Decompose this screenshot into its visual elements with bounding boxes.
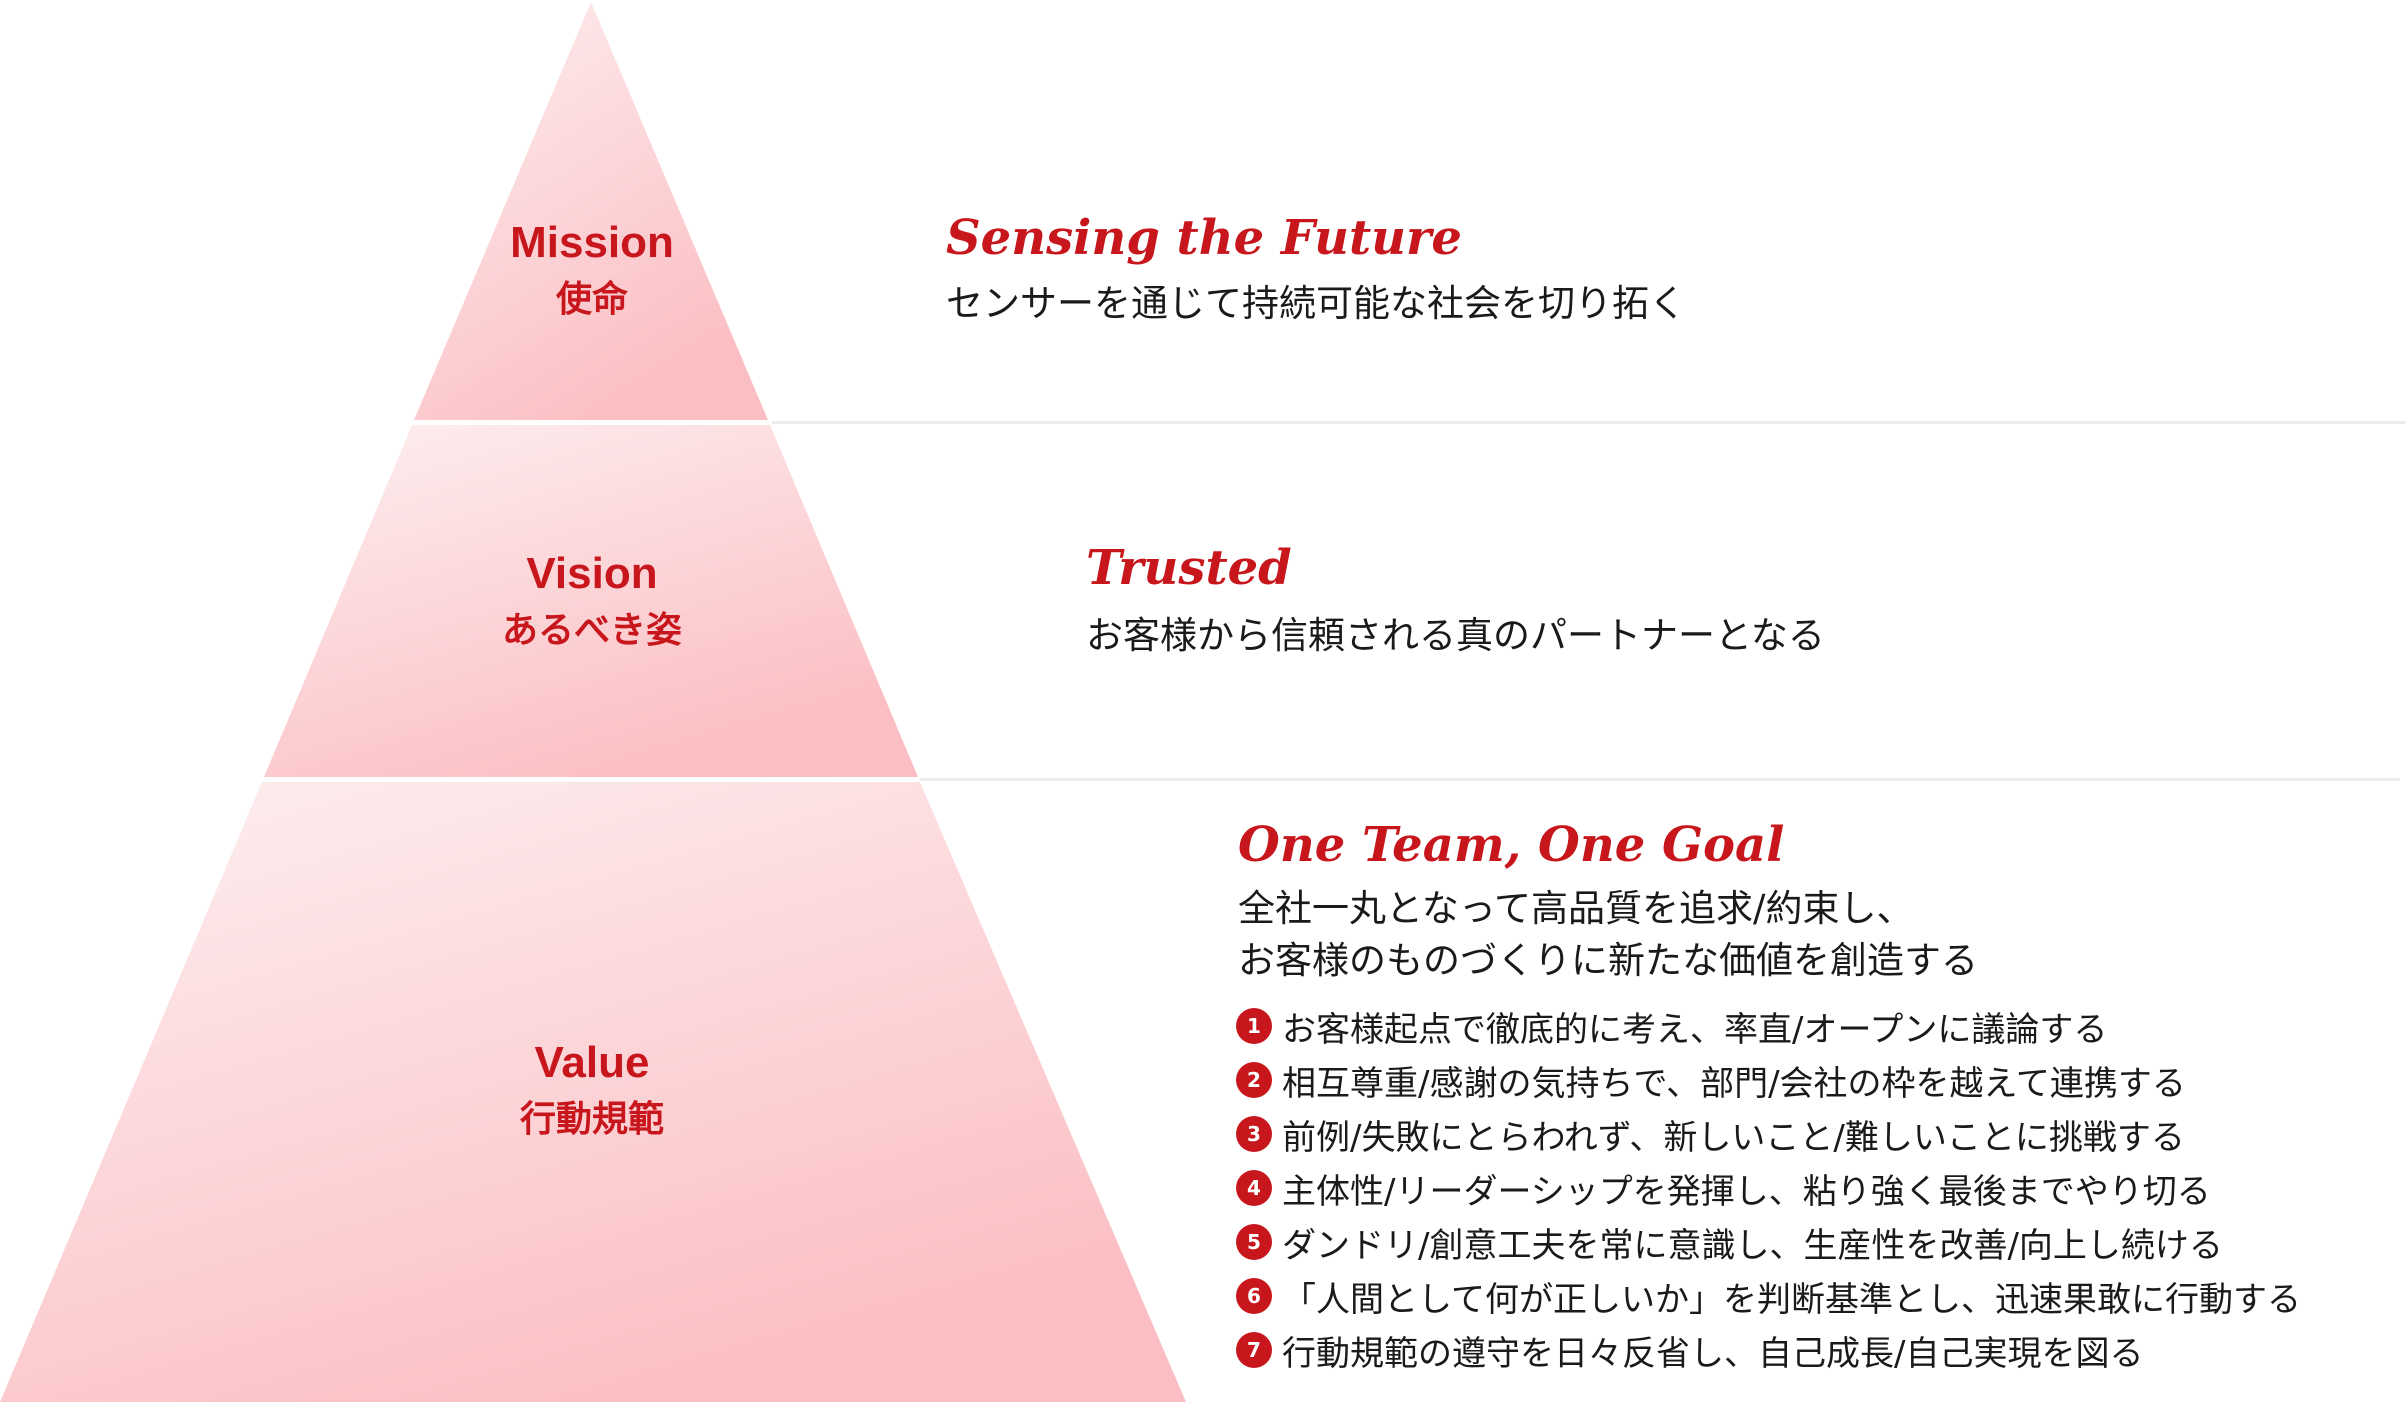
value-item-text: 主体性/リーダーシップを発揮し、粘り強く最後までやり切る [1282, 1171, 2211, 1212]
mission-headline: Sensing the Future [946, 210, 1462, 266]
vision-label-en: Vision [526, 549, 658, 598]
value-item: 7 行動規範の遵守を日々反省し、自己成長/自己実現を図る [1236, 1323, 2301, 1377]
value-label-en: Value [534, 1038, 650, 1087]
value-items-list: 1 お客様起点で徹底的に考え、率直/オープンに議論する 2 相互尊重/感謝の気持ちで… [1236, 999, 2301, 1377]
value-item-text: 行動規範の遵守を日々反省し、自己成長/自己実現を図る [1282, 1333, 2144, 1374]
value-item: 5 ダンドリ/創意工夫を常に意識し、生産性を改善/向上し続ける [1236, 1215, 2301, 1269]
value-description-line2: お客様のものづくりに新たな価値を創造する [1238, 939, 1978, 982]
value-item-text: ダンドリ/創意工夫を常に意識し、生産性を改善/向上し続ける [1282, 1225, 2223, 1266]
number-badge-icon: 2 [1236, 1062, 1272, 1098]
value-item: 1 お客様起点で徹底的に考え、率直/オープンに議論する [1236, 999, 2301, 1053]
number-badge-icon: 3 [1236, 1116, 1272, 1152]
number-badge-icon: 6 [1236, 1278, 1272, 1314]
number-badge-icon: 5 [1236, 1224, 1272, 1260]
pyramid-tier-value [0, 782, 1186, 1402]
value-item: 3 前例/失敗にとらわれず、新しいこと/難しいことに挑戦する [1236, 1107, 2301, 1161]
mission-label-ja: 使命 [555, 279, 628, 320]
value-headline: One Team, One Goal [1238, 817, 1785, 873]
value-label: Value 行動規範 [392, 1035, 792, 1149]
mission-label: Mission 使命 [392, 215, 792, 329]
value-item: 4 主体性/リーダーシップを発揮し、粘り強く最後までやり切る [1236, 1161, 2301, 1215]
divider-vision-value [920, 778, 2400, 781]
pyramid-diagram [0, 2, 1186, 1402]
vision-label-ja: あるべき姿 [501, 610, 682, 651]
value-item-text: 前例/失敗にとらわれず、新しいこと/難しいことに挑戦する [1282, 1117, 2185, 1158]
value-item-text: 相互尊重/感謝の気持ちで、部門/会社の枠を越えて連携する [1282, 1063, 2186, 1104]
number-badge-icon: 4 [1236, 1170, 1272, 1206]
value-item: 2 相互尊重/感謝の気持ちで、部門/会社の枠を越えて連携する [1236, 1053, 2301, 1107]
divider-mission-vision [772, 421, 2406, 424]
pyramid-tier-mission [414, 2, 768, 420]
number-badge-icon: 7 [1236, 1332, 1272, 1368]
vision-description: お客様から信頼される真のパートナーとなる [1086, 614, 1825, 657]
value-description-line1: 全社一丸となって高品質を追求/約束し、 [1238, 887, 1914, 930]
mission-label-en: Mission [510, 218, 674, 267]
number-badge-icon: 1 [1236, 1008, 1272, 1044]
value-item: 6 「人間として何が正しいか」を判断基準とし、迅速果敢に行動する [1236, 1269, 2301, 1323]
pyramid-tier-vision [264, 425, 918, 777]
value-label-ja: 行動規範 [519, 1099, 664, 1140]
vision-headline: Trusted [1086, 540, 1292, 596]
mission-description: センサーを通じて持続可能な社会を切り拓く [946, 282, 1686, 325]
vision-label: Vision あるべき姿 [392, 546, 792, 660]
value-item-text: お客様起点で徹底的に考え、率直/オープンに議論する [1282, 1009, 2108, 1050]
value-item-text: 「人間として何が正しいか」を判断基準とし、迅速果敢に行動する [1282, 1279, 2301, 1320]
